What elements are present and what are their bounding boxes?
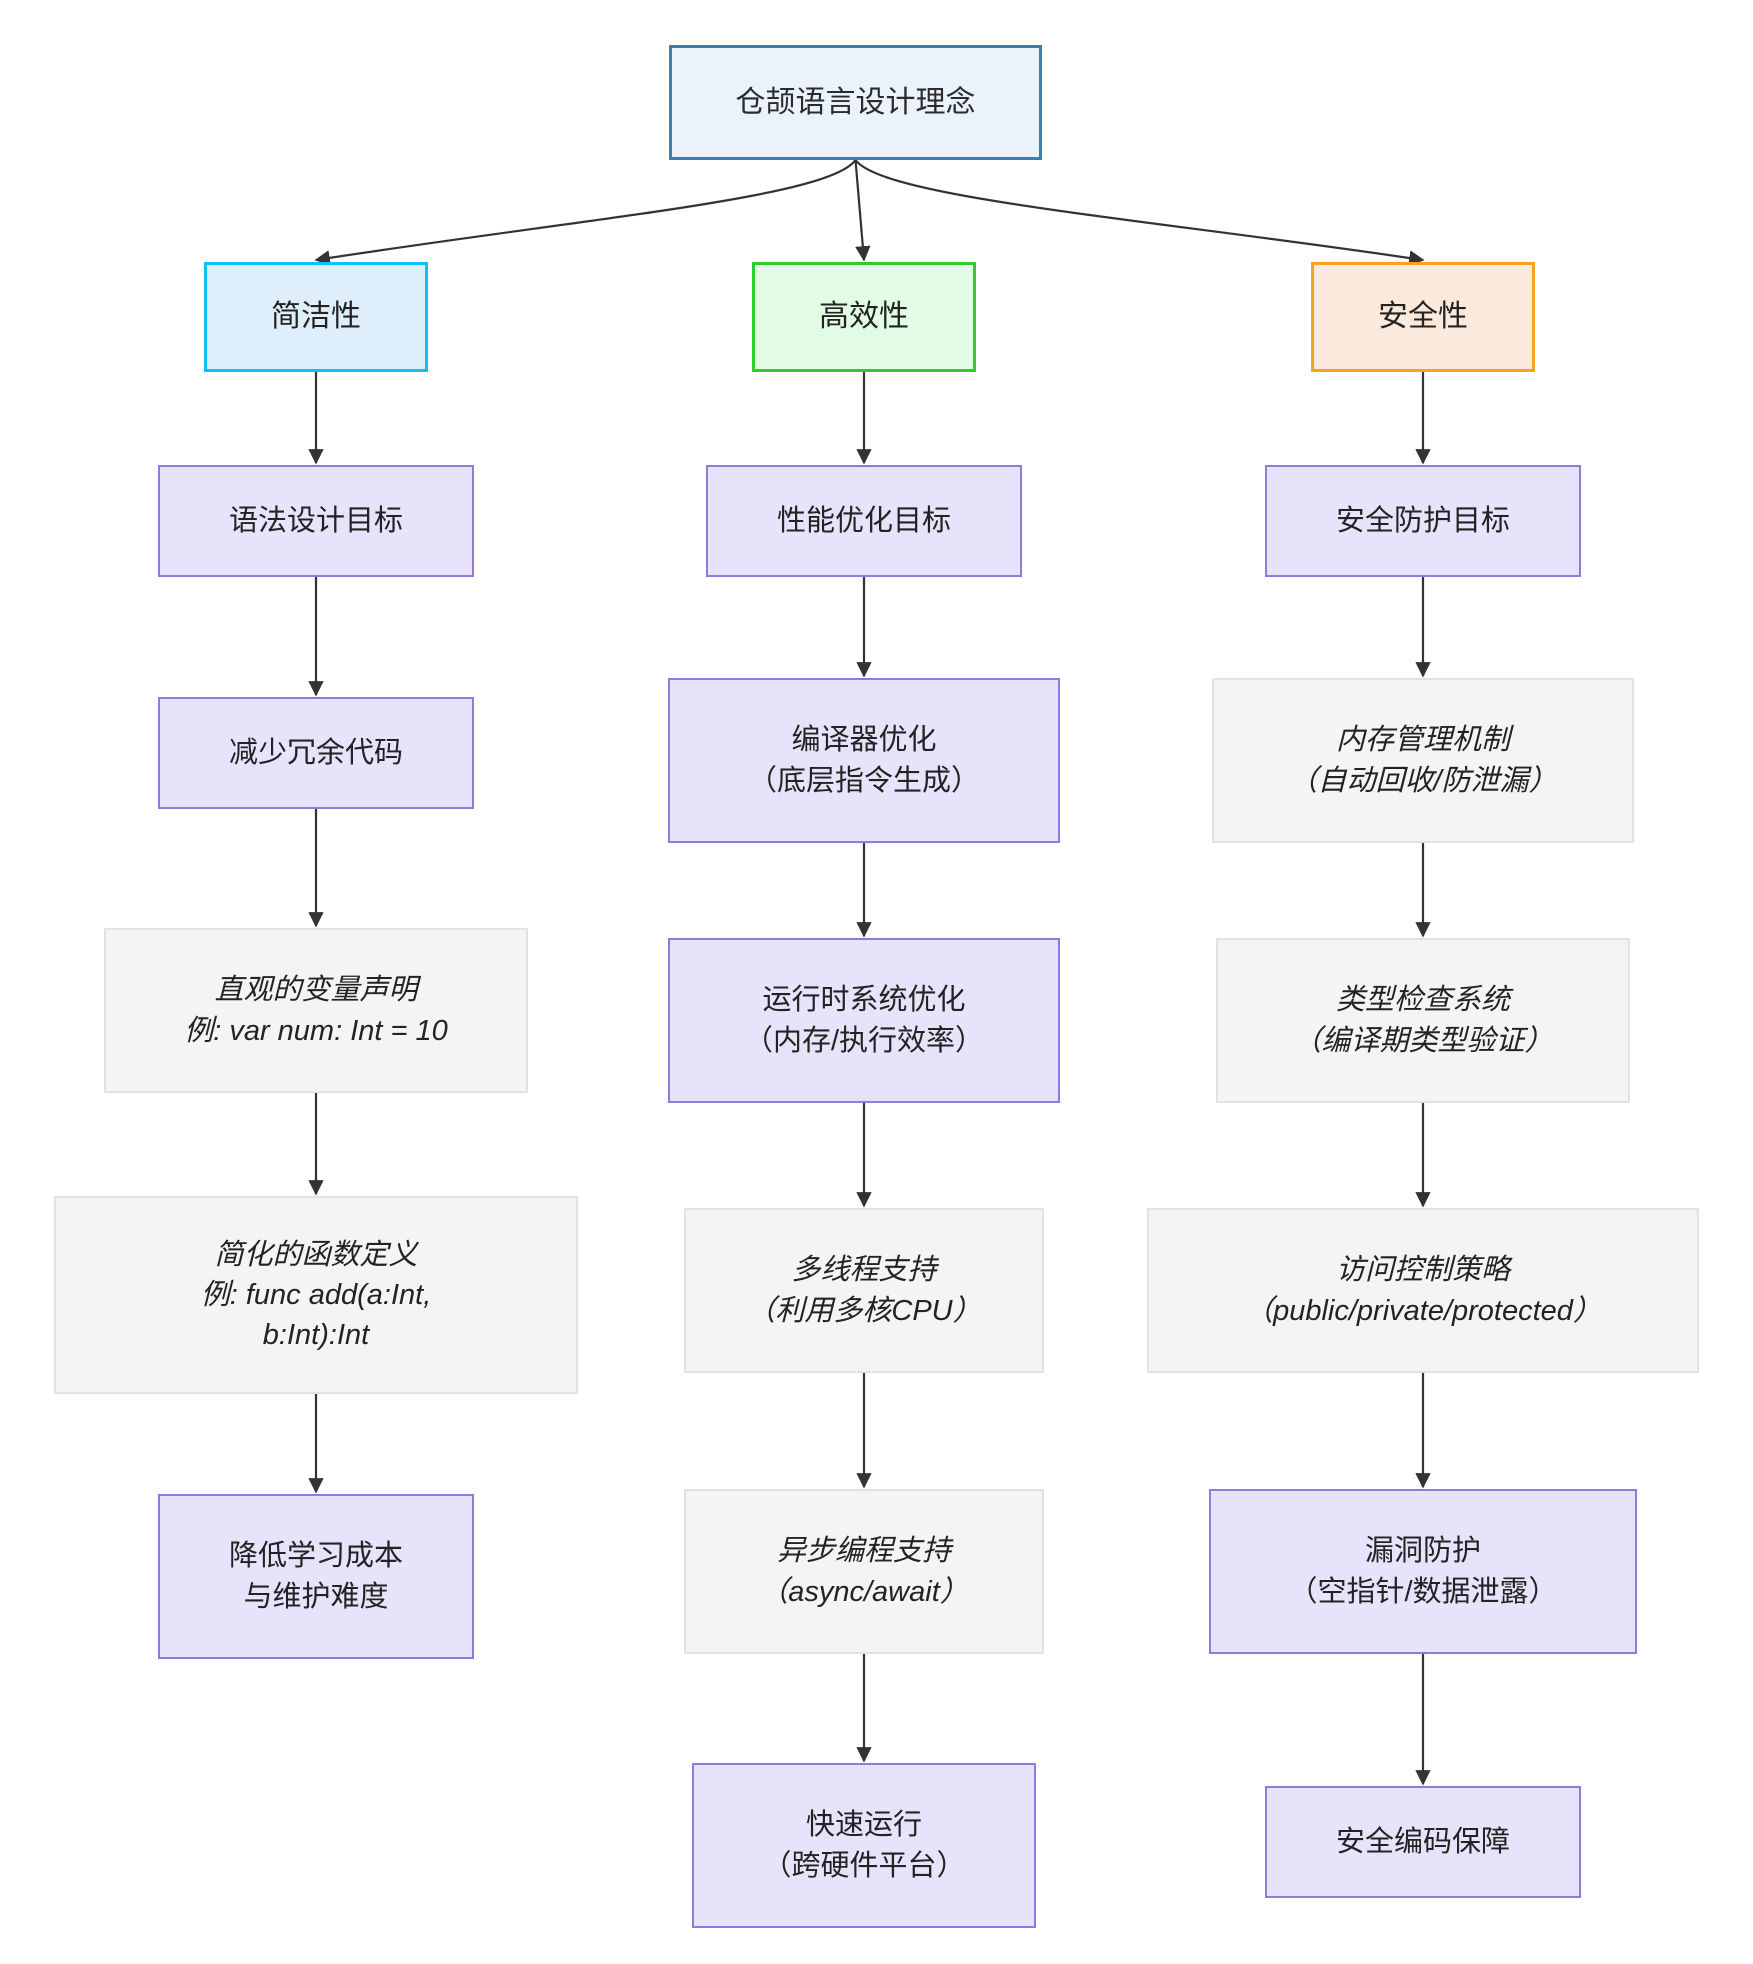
edge-root-to-m1 bbox=[854, 159, 871, 262]
node-label: 安全编码保障 bbox=[1335, 1825, 1510, 1858]
node-l5[interactable]: 简化的函数定义 例: func add(a:Int, b:Int):Int bbox=[54, 1196, 578, 1394]
node-label: 直观的变量声明 例: var num: Int = 10 bbox=[184, 974, 448, 1047]
node-r3[interactable]: 内存管理机制 （自动回收/防泄漏） bbox=[1212, 678, 1634, 843]
node-root[interactable]: 仓颉语言设计理念 bbox=[669, 45, 1042, 160]
node-label: 多线程支持 （利用多核CPU） bbox=[746, 1254, 982, 1327]
node-m2[interactable]: 性能优化目标 bbox=[706, 465, 1022, 577]
node-r5[interactable]: 访问控制策略 （public/private/protected） bbox=[1147, 1208, 1699, 1373]
edge-root-to-r1 bbox=[854, 159, 1425, 266]
node-m4[interactable]: 运行时系统优化 （内存/执行效率） bbox=[668, 938, 1060, 1103]
node-label: 仓颉语言设计理念 bbox=[735, 85, 976, 119]
node-label: 类型检查系统 （编译期类型验证） bbox=[1292, 984, 1554, 1057]
edge-root-to-l1 bbox=[314, 159, 857, 266]
node-l1[interactable]: 简洁性 bbox=[204, 262, 428, 372]
node-label: 安全防护目标 bbox=[1335, 504, 1510, 537]
node-m6[interactable]: 异步编程支持 （async/await） bbox=[684, 1489, 1044, 1654]
node-l6[interactable]: 降低学习成本 与维护难度 bbox=[158, 1494, 474, 1659]
node-label: 降低学习成本 与维护难度 bbox=[228, 1540, 403, 1613]
node-m5[interactable]: 多线程支持 （利用多核CPU） bbox=[684, 1208, 1044, 1373]
node-label: 编译器优化 （底层指令生成） bbox=[747, 724, 980, 797]
node-label: 简洁性 bbox=[271, 300, 361, 334]
node-label: 高效性 bbox=[819, 300, 909, 334]
node-m3[interactable]: 编译器优化 （底层指令生成） bbox=[668, 678, 1060, 843]
node-label: 运行时系统优化 （内存/执行效率） bbox=[743, 984, 985, 1057]
node-r4[interactable]: 类型检查系统 （编译期类型验证） bbox=[1216, 938, 1630, 1103]
node-r2[interactable]: 安全防护目标 bbox=[1265, 465, 1581, 577]
node-l2[interactable]: 语法设计目标 bbox=[158, 465, 474, 577]
node-r7[interactable]: 安全编码保障 bbox=[1265, 1786, 1581, 1898]
node-r1[interactable]: 安全性 bbox=[1311, 262, 1535, 372]
node-label: 快速运行 （跨硬件平台） bbox=[762, 1809, 966, 1882]
node-label: 安全性 bbox=[1378, 300, 1468, 334]
node-label: 访问控制策略 （public/private/protected） bbox=[1244, 1254, 1602, 1327]
node-m7[interactable]: 快速运行 （跨硬件平台） bbox=[692, 1763, 1036, 1928]
node-label: 减少冗余代码 bbox=[228, 736, 403, 769]
node-l4[interactable]: 直观的变量声明 例: var num: Int = 10 bbox=[104, 928, 528, 1093]
node-label: 性能优化目标 bbox=[776, 504, 951, 537]
node-label: 内存管理机制 （自动回收/防泄漏） bbox=[1288, 724, 1558, 797]
node-label: 语法设计目标 bbox=[228, 504, 403, 537]
node-r6[interactable]: 漏洞防护 （空指针/数据泄露） bbox=[1209, 1489, 1637, 1654]
node-label: 异步编程支持 （async/await） bbox=[759, 1535, 969, 1608]
node-l3[interactable]: 减少冗余代码 bbox=[158, 697, 474, 809]
node-label: 漏洞防护 （空指针/数据泄露） bbox=[1288, 1535, 1558, 1608]
node-label: 简化的函数定义 例: func add(a:Int, b:Int):Int bbox=[200, 1238, 432, 1351]
node-m1[interactable]: 高效性 bbox=[752, 262, 976, 372]
